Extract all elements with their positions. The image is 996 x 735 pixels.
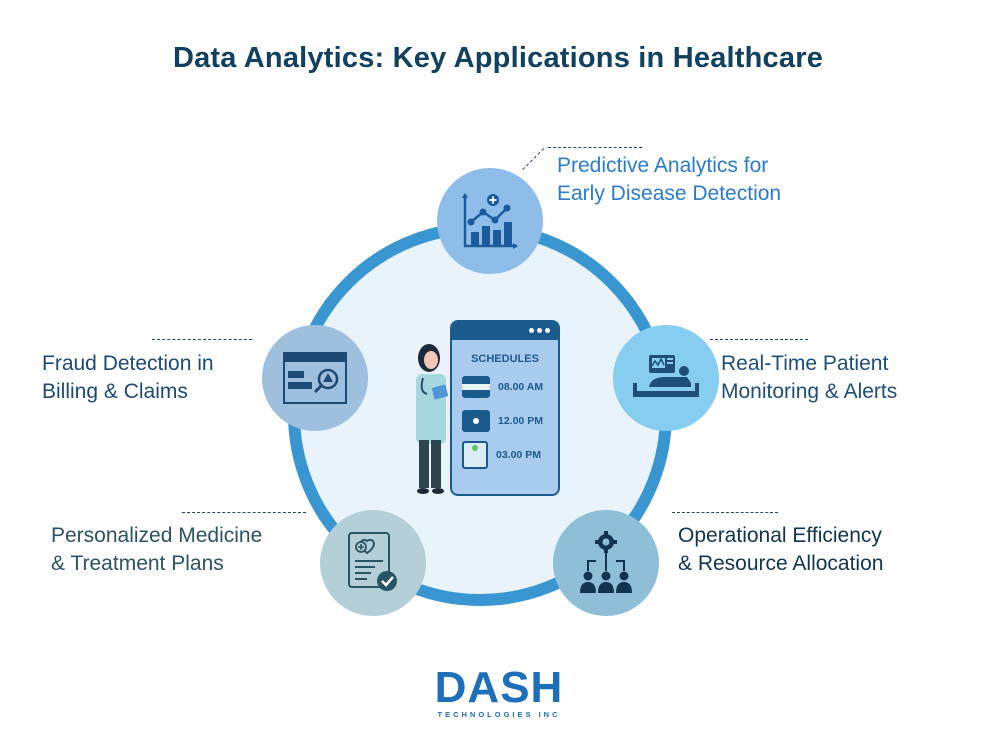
- clipboard-icon: [462, 441, 488, 469]
- node-operational-efficiency: [553, 510, 659, 616]
- chart-growth-icon: [462, 193, 518, 249]
- connector-line: [522, 148, 545, 170]
- schedule-item: 12.00 PM: [462, 409, 558, 433]
- gear-team-icon: [580, 531, 632, 593]
- label-patient-monitoring: Real-Time Patient Monitoring & Alerts: [721, 352, 898, 403]
- label-operational-efficiency: Operational Efficiency & Resource Alloca…: [678, 524, 884, 575]
- page-title: Data Analytics: Key Applications in Heal…: [172, 42, 824, 74]
- schedules-panel: SCHEDULES 08.00 AM 12.00 PM 03.00 PM: [450, 320, 560, 496]
- connector-line: [182, 512, 306, 513]
- connector-line: [672, 512, 778, 513]
- node-fraud-detection: [262, 325, 368, 431]
- medical-folder-icon: [462, 410, 490, 432]
- fraud-search-icon: [283, 352, 347, 404]
- dash-logo: DASH TECHNOLOGIES INC: [434, 663, 564, 720]
- node-predictive-analytics: [437, 168, 543, 274]
- schedule-item: 08.00 AM: [462, 375, 558, 399]
- connector-line: [548, 147, 642, 148]
- label-personalized-medicine: Personalized Medicine & Treatment Plans: [51, 524, 263, 575]
- connector-line: [152, 339, 252, 340]
- medical-report-check-icon: [348, 532, 397, 591]
- label-fraud-detection: Fraud Detection in Billing & Claims: [42, 352, 214, 403]
- node-personalized-medicine: [320, 510, 426, 616]
- label-predictive-analytics: Predictive Analytics for Early Disease D…: [557, 154, 782, 205]
- schedule-item: 03.00 PM: [462, 441, 558, 469]
- schedules-title: SCHEDULES: [471, 353, 539, 365]
- more-dots-icon: [529, 328, 550, 333]
- node-patient-monitoring: [613, 325, 719, 431]
- connector-line: [710, 339, 808, 340]
- doctor-illustration-icon: [416, 344, 449, 494]
- medical-briefcase-icon: [462, 376, 490, 398]
- patient-bed-monitor-icon: [633, 355, 699, 397]
